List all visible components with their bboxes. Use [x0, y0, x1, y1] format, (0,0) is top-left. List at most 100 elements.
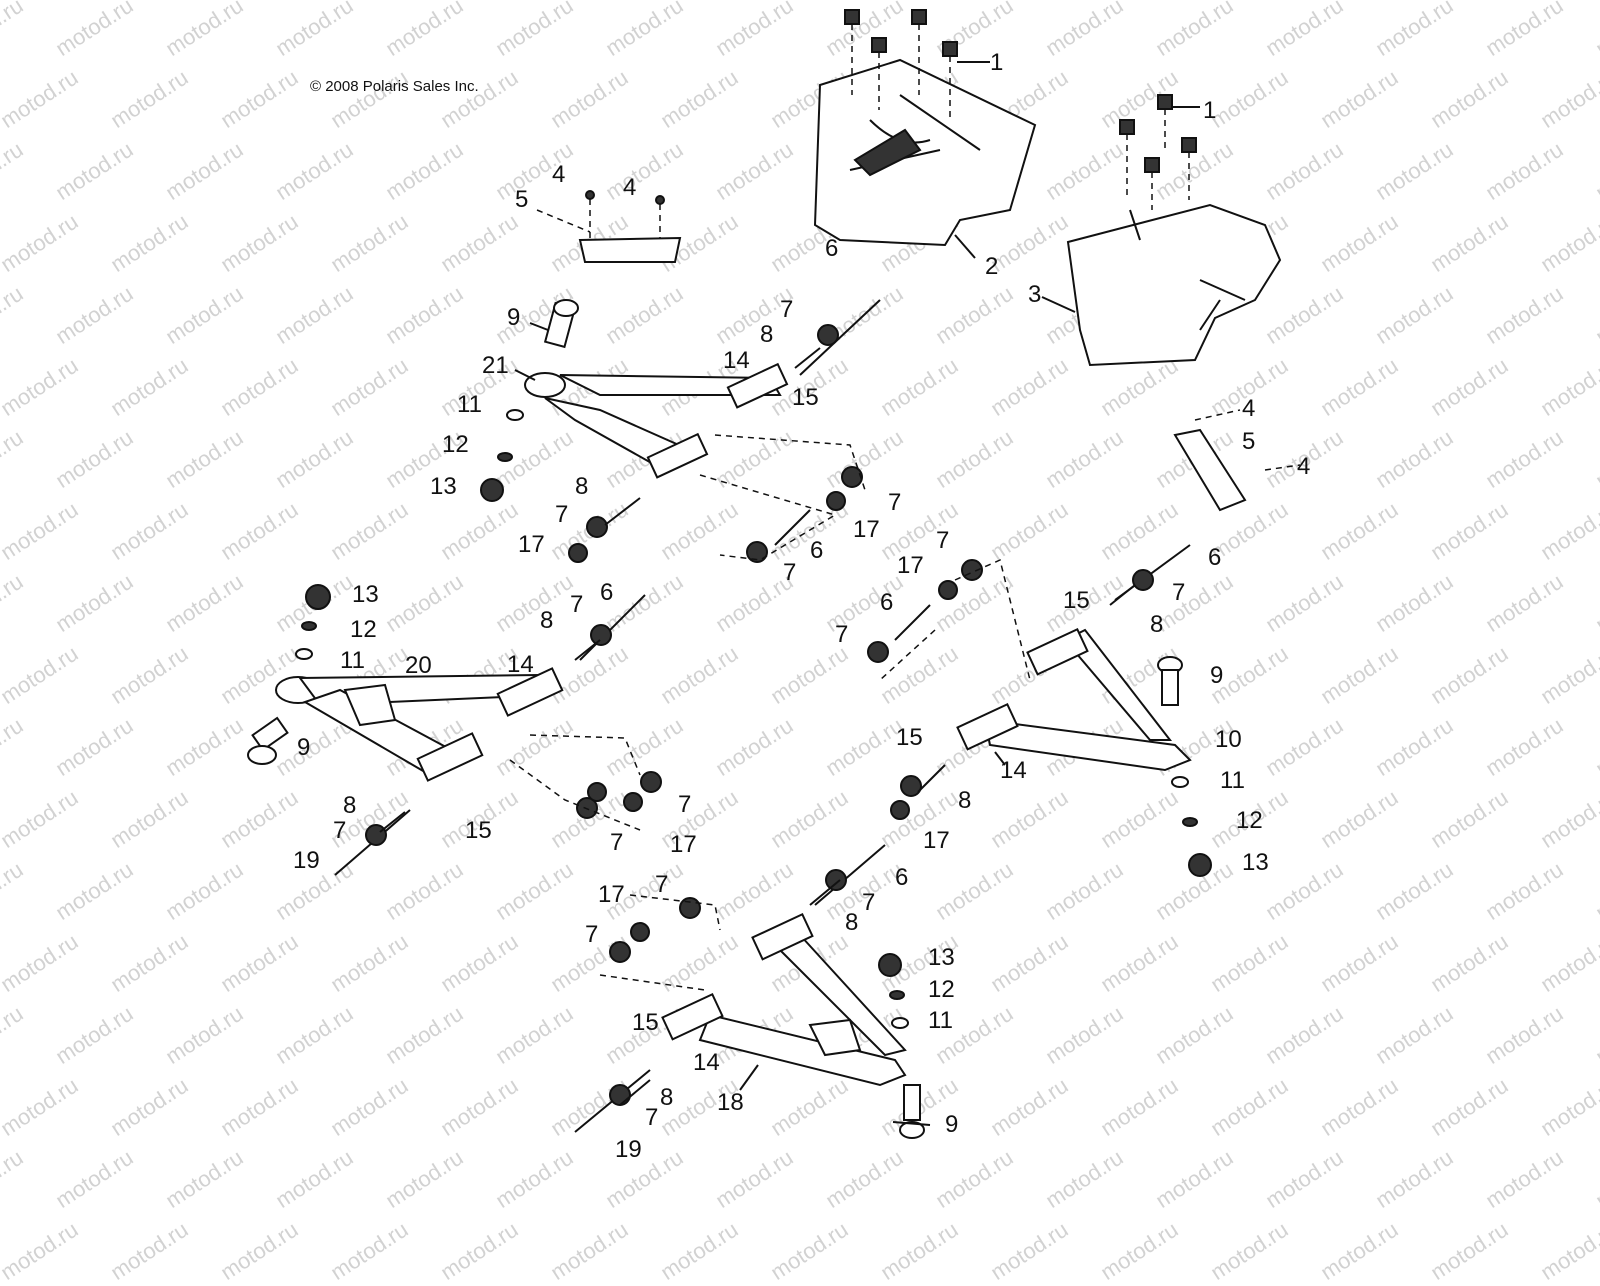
callout-21: 21 — [482, 352, 509, 379]
assembly-lines — [509, 434, 1031, 991]
callout-4: 4 — [1242, 395, 1255, 422]
leader-lines — [514, 234, 1076, 1126]
callout-8: 8 — [575, 473, 588, 500]
callout-7: 7 — [936, 527, 949, 554]
callout-12: 12 — [350, 616, 377, 643]
ball-joint-9-b — [247, 716, 289, 765]
pin-set — [379, 347, 1136, 1106]
callout-4: 4 — [1297, 453, 1310, 480]
callout-8: 8 — [760, 321, 773, 348]
callout-9: 9 — [945, 1111, 958, 1138]
a-arm-21 — [524, 362, 789, 479]
callouts: 1 1 2 3 4 4 4 4 5 5 6 6 6 6 6 6 7 7 7 7 … — [293, 49, 1310, 1163]
clamp-plate-upper — [536, 190, 682, 263]
callout-6: 6 — [825, 235, 838, 262]
clamp-plate-right — [1173, 409, 1301, 512]
copyright-notice: © 2008 Polaris Sales Inc. — [310, 78, 479, 95]
callout-8: 8 — [343, 792, 356, 819]
a-arm-18 — [661, 912, 907, 1087]
watermark-text: motod.ru — [325, 1216, 412, 1285]
callout-8: 8 — [845, 909, 858, 936]
callout-7: 7 — [1172, 579, 1185, 606]
callout-7: 7 — [678, 791, 691, 818]
callout-7: 7 — [585, 921, 598, 948]
callout-6: 6 — [600, 579, 613, 606]
callout-5: 5 — [515, 186, 528, 213]
callout-9: 9 — [507, 304, 520, 331]
callout-7: 7 — [835, 621, 848, 648]
callout-6: 6 — [880, 589, 893, 616]
callout-17: 17 — [598, 881, 625, 908]
watermark-text: motod.ru — [1205, 1216, 1292, 1285]
callout-20: 20 — [405, 652, 432, 679]
watermark-text: motod.ru — [1535, 1216, 1600, 1285]
watermark-text: motod.ru — [765, 1216, 852, 1285]
watermark-text: motod.ru — [1095, 1216, 1182, 1285]
watermark-text: motod.ru — [215, 1216, 302, 1285]
watermark-text: motod.ru — [1425, 1216, 1512, 1285]
callout-7: 7 — [655, 871, 668, 898]
callout-7: 7 — [783, 559, 796, 586]
callout-9: 9 — [1210, 662, 1223, 689]
bolt-6-c — [579, 594, 646, 661]
callout-15: 15 — [896, 724, 923, 751]
callout-7: 7 — [645, 1104, 658, 1131]
callout-4: 4 — [552, 161, 565, 188]
callout-12: 12 — [1236, 807, 1263, 834]
callout-11: 11 — [928, 1007, 953, 1034]
callout-15: 15 — [632, 1009, 659, 1036]
callout-14: 14 — [693, 1049, 720, 1076]
callout-9: 9 — [297, 734, 310, 761]
ball-joint-9-d — [899, 1084, 925, 1139]
callout-8: 8 — [660, 1084, 673, 1111]
callout-2: 2 — [985, 253, 998, 280]
callout-17: 17 — [518, 531, 545, 558]
callout-12: 12 — [442, 431, 469, 458]
callout-15: 15 — [792, 384, 819, 411]
watermark-text: motod.ru — [0, 1216, 82, 1285]
callout-17: 17 — [670, 831, 697, 858]
ball-joint-9-c — [1157, 656, 1183, 706]
callout-7: 7 — [570, 591, 583, 618]
callout-11: 11 — [340, 647, 365, 674]
callout-7: 7 — [610, 829, 623, 856]
callout-7: 7 — [780, 296, 793, 323]
callout-17: 17 — [853, 516, 880, 543]
callout-19: 19 — [615, 1136, 642, 1163]
watermark-text: motod.ru — [545, 1216, 632, 1285]
callout-5: 5 — [1242, 428, 1255, 455]
callout-1: 1 — [990, 49, 1003, 76]
bolt-6-b — [774, 509, 811, 546]
callout-13: 13 — [1242, 849, 1269, 876]
watermark-text: motod.ru — [875, 1216, 962, 1285]
callout-18: 18 — [717, 1089, 744, 1116]
bolt-set-upper — [844, 9, 990, 120]
a-arm-10 — [956, 627, 1192, 772]
callout-10: 10 — [1215, 726, 1242, 753]
callout-6: 6 — [895, 864, 908, 891]
callout-17: 17 — [923, 827, 950, 854]
callout-11: 11 — [1220, 767, 1245, 794]
ball-joint-9-a — [543, 299, 579, 349]
callout-1: 1 — [1203, 97, 1216, 124]
watermark-text: motod.ru — [655, 1216, 742, 1285]
callout-7: 7 — [888, 489, 901, 516]
bushing-set — [365, 324, 1154, 1106]
bolt-6-e — [894, 604, 931, 641]
callout-12: 12 — [928, 976, 955, 1003]
watermark-text: motod.ru — [985, 1216, 1072, 1285]
callout-7: 7 — [333, 817, 346, 844]
callout-15: 15 — [1063, 587, 1090, 614]
callout-8: 8 — [540, 607, 553, 634]
callout-6: 6 — [810, 537, 823, 564]
callout-13: 13 — [430, 473, 457, 500]
callout-7: 7 — [555, 501, 568, 528]
bolt-6-a — [799, 299, 881, 376]
callout-8: 8 — [958, 787, 971, 814]
callout-17: 17 — [897, 552, 924, 579]
watermark-text: motod.ru — [105, 1216, 192, 1285]
callout-7: 7 — [862, 889, 875, 916]
callout-15: 15 — [465, 817, 492, 844]
callout-13: 13 — [352, 581, 379, 608]
